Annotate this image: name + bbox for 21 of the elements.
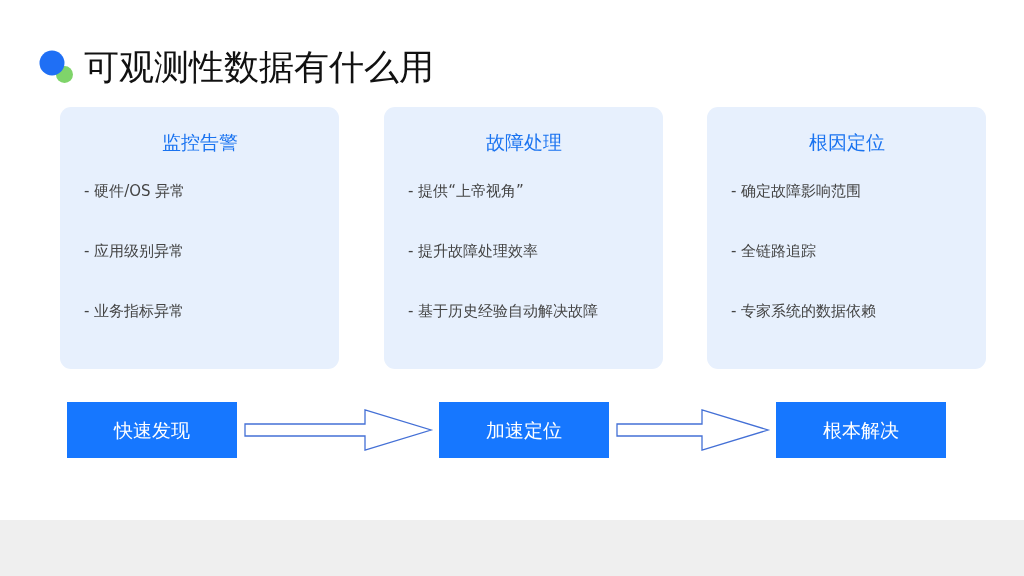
- list-item: - 确定故障影响范围: [731, 181, 862, 201]
- info-card: [384, 107, 663, 369]
- list-item: - 业务指标异常: [84, 301, 185, 321]
- block-arrow: [616, 409, 771, 451]
- info-card: [707, 107, 986, 369]
- list-item: - 基于历史经验自动解决故障: [408, 301, 599, 321]
- card-heading: 根因定位: [807, 130, 886, 155]
- card-heading: 监控告警: [160, 130, 239, 155]
- stage-box: 快速发现: [67, 402, 237, 458]
- stage-box: 根本解决: [776, 402, 946, 458]
- stage-box: 加速定位: [439, 402, 609, 458]
- list-item: - 硬件/OS 异常: [84, 181, 186, 201]
- slide-title: 可观测性数据有什么用: [84, 46, 434, 88]
- list-item: - 提供“上帝视角”: [408, 181, 524, 201]
- list-item: - 全链路追踪: [731, 241, 817, 261]
- info-card: [60, 107, 339, 369]
- card-heading: 故障处理: [484, 130, 563, 155]
- list-item: - 专家系统的数据依赖: [731, 301, 877, 321]
- block-arrow: [244, 409, 434, 451]
- list-item: - 提升故障处理效率: [408, 241, 539, 261]
- list-item: - 应用级别异常: [84, 241, 185, 261]
